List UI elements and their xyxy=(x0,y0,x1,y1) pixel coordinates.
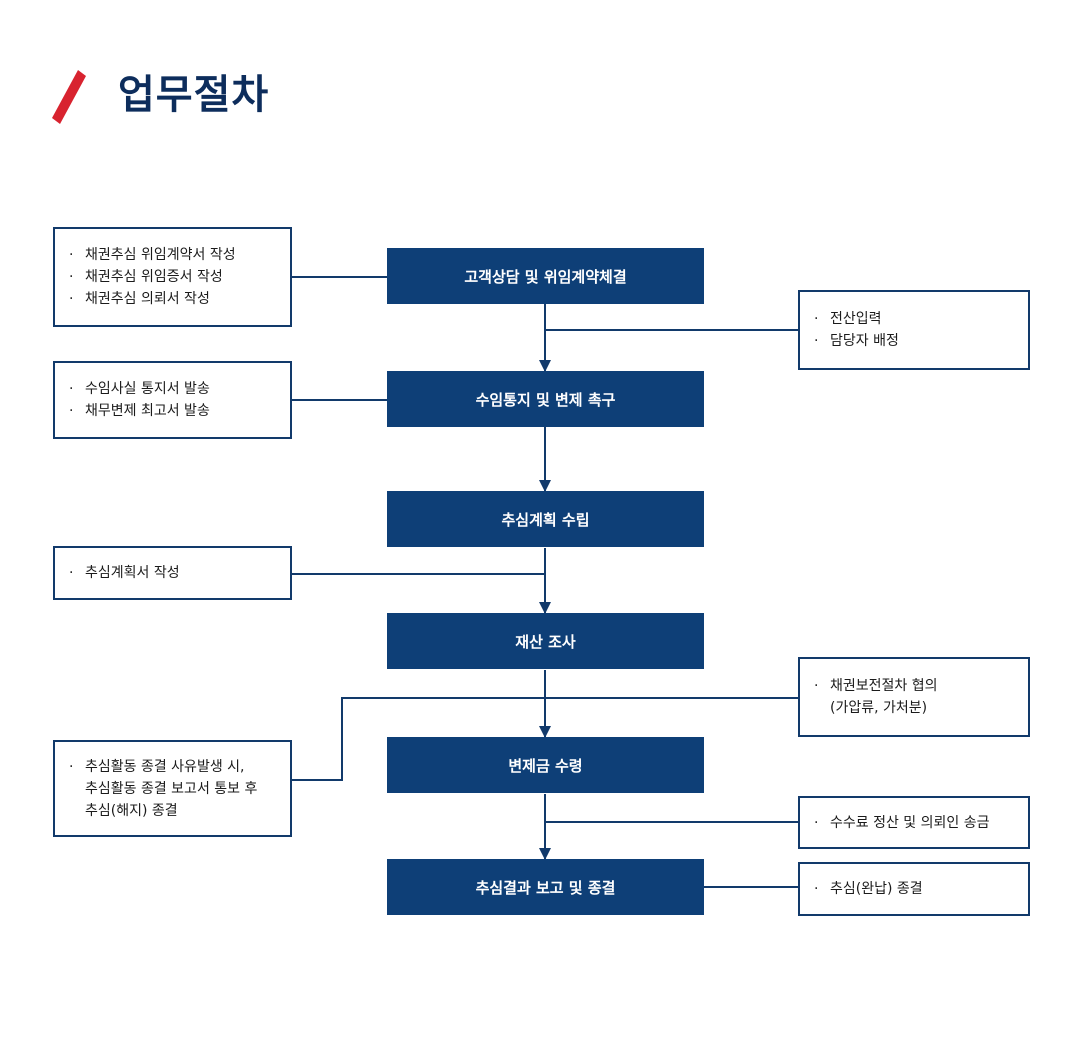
note-fee-remit: ·수수료 정산 및 의뢰인 송금 xyxy=(798,796,1030,849)
page-title: 업무절차 xyxy=(118,72,270,118)
note-termination: ·추심활동 종결 사유발생 시, 추심활동 종결 보고서 통보 후 추심(해지)… xyxy=(53,740,292,837)
step-payment-receipt: 변제금 수령 xyxy=(387,737,704,793)
step-notice-demand: 수임통지 및 변제 촉구 xyxy=(387,371,704,427)
note-contract-docs: ·채권추심 위임계약서 작성 ·채권추심 위임증서 작성 ·채권추심 의뢰서 작… xyxy=(53,227,292,327)
note-full-payment: ·추심(완납) 종결 xyxy=(798,862,1030,916)
note-item: ·수임사실 통지서 발송 xyxy=(69,381,210,397)
note-plan-doc: ·추심계획서 작성 xyxy=(53,546,292,600)
note-item-continued: 추심(해지) 종결 xyxy=(85,802,178,819)
step-asset-investigation: 재산 조사 xyxy=(387,613,704,669)
connector-termination xyxy=(291,697,798,781)
step-consult-contract: 고객상담 및 위임계약체결 xyxy=(387,248,704,304)
note-item: ·채권추심 위임계약서 작성 xyxy=(69,247,236,263)
step-collection-plan: 추심계획 수립 xyxy=(387,491,704,547)
note-preservation: ·채권보전절차 협의 (가압류, 가처분) xyxy=(798,657,1030,737)
note-item: ·채권추심 의뢰서 작성 xyxy=(69,291,210,307)
note-item: ·전산입력 xyxy=(814,311,882,327)
note-item: ·수수료 정산 및 의뢰인 송금 xyxy=(814,814,990,831)
note-item: ·채권추심 위임증서 작성 xyxy=(69,269,223,285)
title-slash-icon xyxy=(52,70,86,124)
note-item: ·담당자 배정 xyxy=(814,333,899,349)
note-entry-assign: ·전산입력 ·담당자 배정 xyxy=(798,290,1030,370)
note-item-continued: 추심활동 종결 보고서 통보 후 xyxy=(85,780,258,797)
note-item-continued: (가압류, 가처분) xyxy=(830,700,928,716)
note-item: ·채권보전절차 협의 xyxy=(814,678,938,694)
note-item: ·채무변제 최고서 발송 xyxy=(69,403,210,419)
note-item: ·추심활동 종결 사유발생 시, xyxy=(69,758,245,775)
note-item: ·추심(완납) 종결 xyxy=(814,881,923,897)
step-report-close: 추심결과 보고 및 종결 xyxy=(387,859,704,915)
note-notice-docs: ·수임사실 통지서 발송 ·채무변제 최고서 발송 xyxy=(53,361,292,439)
note-item: ·추심계획서 작성 xyxy=(69,565,180,581)
